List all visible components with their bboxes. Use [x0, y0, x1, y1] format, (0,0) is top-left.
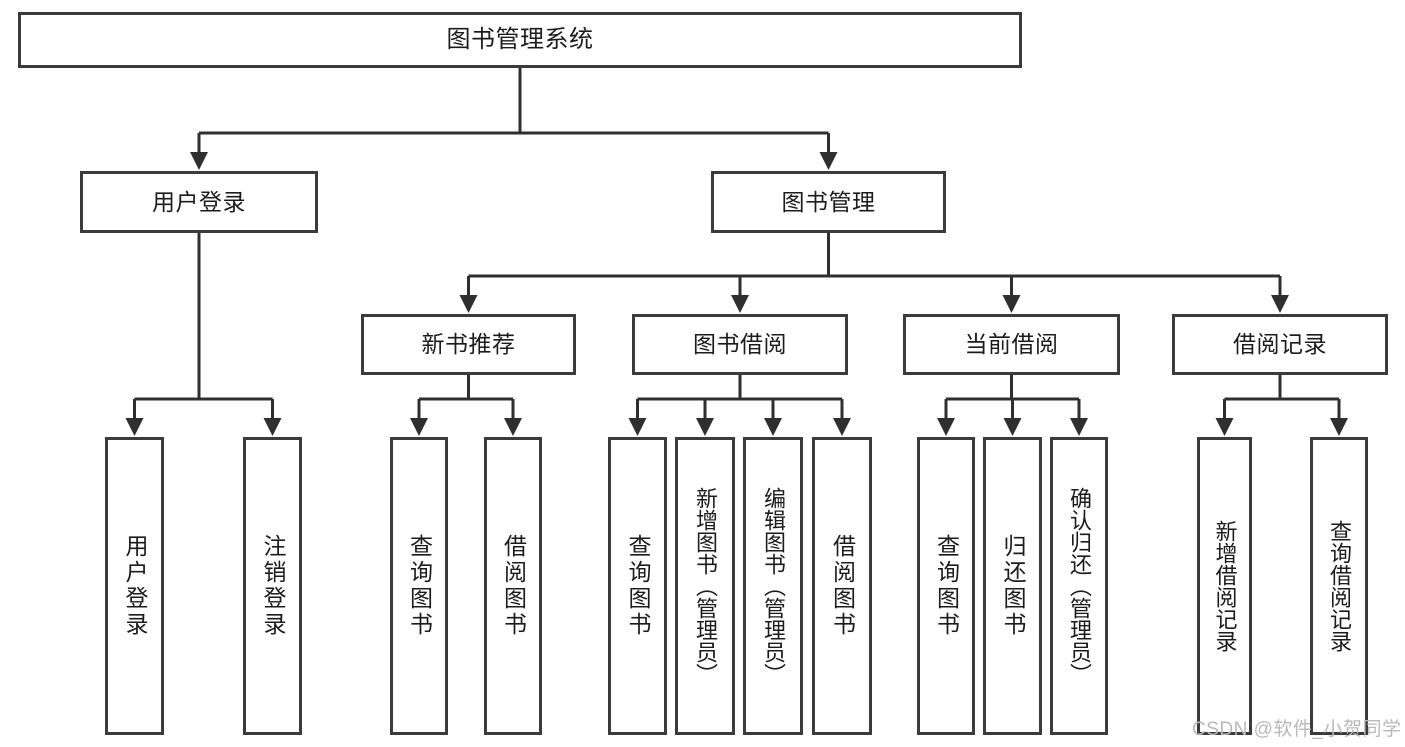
arrowhead [410, 418, 428, 436]
node-label: 查询图书 [625, 534, 651, 638]
arrowhead [764, 418, 782, 436]
node-label: 图书管理系统 [446, 26, 594, 54]
node-l-addbook[interactable]: 新增图书（管理员） [675, 437, 735, 735]
edge-group-records [1215, 375, 1348, 436]
node-label: 借阅图书 [500, 534, 527, 638]
node-l-logout[interactable]: 注销登录 [243, 437, 302, 735]
node-borrow[interactable]: 图书借阅 [632, 314, 848, 375]
node-label: 查询借阅记录 [1327, 520, 1352, 652]
node-l-userlogin[interactable]: 用户登录 [105, 437, 164, 735]
node-l-querybook2[interactable]: 查询图书 [608, 437, 667, 735]
node-l-borrowbk2[interactable]: 借阅图书 [812, 437, 872, 735]
arrowhead [125, 418, 144, 436]
node-label: 确认归还（管理员） [1067, 487, 1092, 685]
arrowhead [1003, 418, 1022, 436]
node-label: 借阅图书 [829, 534, 856, 638]
node-l-queryrec[interactable]: 查询借阅记录 [1310, 437, 1368, 735]
node-label: 新书推荐 [421, 331, 516, 358]
arrowhead [1330, 418, 1348, 436]
arrowhead [696, 418, 714, 436]
arrowhead [1070, 418, 1088, 436]
node-label: 新增借阅记录 [1212, 520, 1238, 652]
node-l-querybook1[interactable]: 查询图书 [390, 437, 448, 735]
node-label: 用户登录 [152, 188, 246, 215]
node-l-editbook[interactable]: 编辑图书（管理员） [743, 437, 803, 735]
node-label: 当前借阅 [964, 331, 1059, 358]
node-bookmgmt[interactable]: 图书管理 [711, 171, 946, 233]
node-l-addrec[interactable]: 新增借阅记录 [1197, 437, 1252, 735]
watermark: CSDN @软件_小贺同学 [1192, 719, 1402, 740]
edge-group-current [937, 375, 1088, 436]
arrowhead [263, 418, 282, 436]
edge-group-bookmgmt [459, 233, 1289, 313]
arrowhead [1002, 295, 1021, 313]
node-label: 查询图书 [933, 534, 960, 638]
arrowhead [459, 295, 478, 313]
node-newbook[interactable]: 新书推荐 [361, 314, 576, 375]
arrowhead [1271, 295, 1289, 313]
arrowhead [937, 418, 955, 436]
node-label: 编辑图书（管理员） [761, 487, 786, 685]
node-label: 图书借阅 [693, 331, 787, 358]
node-root[interactable]: 图书管理系统 [18, 12, 1022, 68]
node-label: 新增图书（管理员） [693, 487, 718, 685]
node-l-return[interactable]: 归还图书 [983, 437, 1042, 735]
node-label: 归还图书 [1000, 534, 1026, 638]
edge-group-borrow [628, 375, 851, 436]
arrowhead [1215, 418, 1234, 436]
node-label: 借阅记录 [1233, 331, 1327, 358]
arrowhead [504, 418, 522, 436]
node-label: 注销登录 [260, 534, 286, 638]
arrowhead [833, 418, 851, 436]
node-label: 查询图书 [406, 534, 433, 638]
arrowhead [190, 152, 208, 170]
node-l-confirm[interactable]: 确认归还（管理员） [1050, 437, 1108, 735]
node-records[interactable]: 借阅记录 [1172, 314, 1388, 375]
edge-group-login [125, 233, 282, 436]
edge-group-newbook [410, 375, 522, 436]
arrowhead [628, 418, 647, 436]
node-current[interactable]: 当前借阅 [903, 314, 1120, 375]
arrowhead [731, 295, 749, 313]
node-label: 用户登录 [122, 534, 148, 638]
node-login[interactable]: 用户登录 [80, 171, 318, 233]
edge-group-root [190, 68, 838, 170]
arrowhead [819, 152, 838, 170]
node-label: 图书管理 [781, 188, 876, 215]
node-l-borrowbk1[interactable]: 借阅图书 [484, 437, 542, 735]
node-l-querybook3[interactable]: 查询图书 [917, 437, 975, 735]
